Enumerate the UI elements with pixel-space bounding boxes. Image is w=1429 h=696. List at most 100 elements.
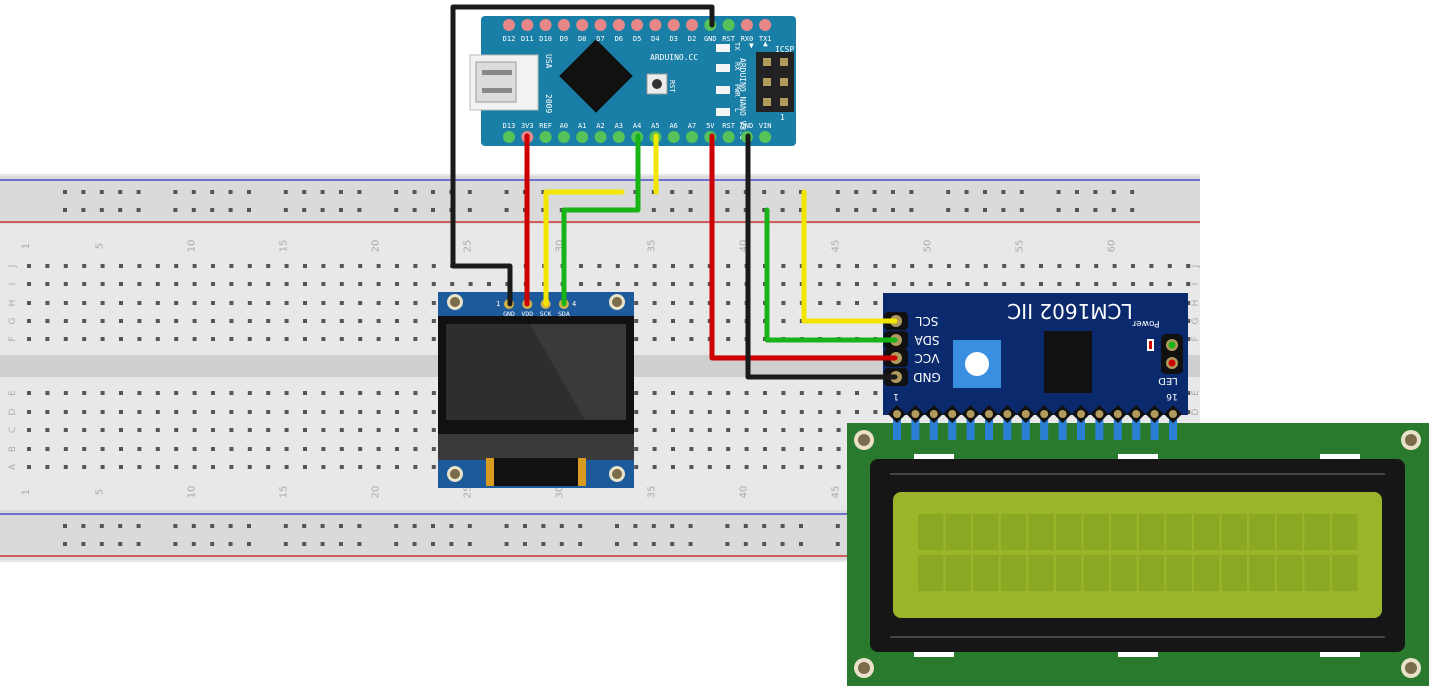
breadboard-hole bbox=[266, 264, 271, 268]
column-number: 20 bbox=[371, 240, 382, 253]
rail-hole bbox=[339, 208, 343, 212]
breadboard-hole bbox=[671, 447, 675, 451]
breadboard-hole bbox=[358, 337, 363, 341]
breadboard-hole bbox=[119, 447, 123, 451]
breadboard-hole bbox=[726, 447, 731, 451]
nano-pin bbox=[759, 131, 772, 143]
breadboard-hole bbox=[1186, 319, 1191, 323]
row-letter: H bbox=[8, 300, 18, 307]
nano-pin-label: A3 bbox=[615, 122, 623, 130]
nano-pin-label: A7 bbox=[688, 122, 696, 130]
oled-pin-first: 1 bbox=[496, 300, 500, 308]
breadboard-hole bbox=[395, 301, 399, 305]
breadboard-hole bbox=[211, 447, 215, 451]
rail-hole bbox=[633, 190, 638, 194]
breadboard-hole bbox=[818, 428, 823, 432]
breadboard-hole bbox=[689, 428, 694, 432]
backpack-title: LCM1602 IIC bbox=[1007, 299, 1132, 323]
breadboard-hole bbox=[818, 301, 823, 305]
breadboard-hole bbox=[303, 264, 307, 268]
breadboard-hole bbox=[395, 391, 399, 395]
breadboard-hole bbox=[247, 391, 252, 395]
rail-hole bbox=[541, 524, 546, 528]
rail-hole bbox=[247, 524, 251, 528]
lcd-cell bbox=[1166, 514, 1192, 550]
backpack-header bbox=[888, 405, 1182, 440]
rail-hole bbox=[210, 208, 215, 212]
breadboard-hole bbox=[928, 264, 933, 268]
breadboard-hole bbox=[376, 301, 381, 305]
breadboard-hole bbox=[634, 447, 639, 451]
lcd-cell bbox=[1249, 514, 1275, 550]
rail-hole bbox=[725, 190, 730, 194]
rail-hole bbox=[983, 208, 987, 212]
nano-pin-label: D3 bbox=[669, 35, 677, 43]
rail-hole bbox=[504, 208, 509, 212]
breadboard-hole bbox=[671, 282, 675, 286]
lcd-header-pin bbox=[1132, 410, 1141, 440]
breadboard-hole bbox=[671, 319, 675, 323]
breadboard-hole bbox=[119, 337, 123, 341]
nano-pin-label: RX0 bbox=[741, 35, 754, 43]
lcd-header-pin bbox=[911, 410, 920, 440]
rail-hole bbox=[63, 208, 67, 212]
breadboard-hole bbox=[119, 410, 123, 414]
breadboard-hole bbox=[763, 447, 767, 451]
rail-hole bbox=[872, 208, 877, 212]
breadboard-hole bbox=[211, 337, 215, 341]
breadboard-hole bbox=[229, 428, 234, 432]
breadboard-hole bbox=[284, 282, 289, 286]
breadboard-hole bbox=[321, 447, 326, 451]
rail-hole bbox=[1111, 208, 1116, 212]
breadboard-hole bbox=[836, 465, 841, 469]
arduino-icsp-label: ICSP bbox=[775, 45, 794, 54]
nano-pin-label: VIN bbox=[759, 122, 772, 130]
nano-pin-label: RST bbox=[722, 122, 735, 130]
breadboard-hole bbox=[855, 301, 859, 305]
breadboard-hole bbox=[100, 410, 105, 414]
lcd-cell bbox=[1304, 514, 1330, 550]
rail-hole bbox=[1130, 208, 1135, 212]
arduino-country: USA bbox=[544, 54, 553, 69]
breadboard-hole bbox=[192, 319, 197, 323]
breadboard-hole bbox=[652, 391, 657, 395]
breadboard-hole bbox=[358, 282, 363, 286]
lcd-cell bbox=[1138, 555, 1165, 591]
breadboard-hole bbox=[376, 337, 381, 341]
lcd-cell bbox=[1221, 555, 1247, 591]
breadboard-hole bbox=[45, 447, 50, 451]
row-letter: J bbox=[1191, 265, 1201, 269]
rail-hole bbox=[946, 208, 951, 212]
rail-hole bbox=[283, 542, 288, 546]
breadboard-hole bbox=[339, 301, 344, 305]
breadboard-hole bbox=[965, 264, 970, 268]
row-letter: F bbox=[1191, 336, 1201, 341]
lcd-header-pin bbox=[966, 410, 975, 440]
breadboard-hole bbox=[413, 410, 418, 414]
breadboard-hole bbox=[726, 428, 731, 432]
rail-hole bbox=[504, 542, 509, 546]
lcd-header-pin bbox=[1040, 410, 1049, 440]
lcd-header-contact bbox=[929, 410, 938, 418]
breadboard-hole bbox=[247, 301, 252, 305]
lcd-header-contact bbox=[893, 410, 901, 418]
breadboard-hole bbox=[303, 301, 307, 305]
svg-text:▼: ▼ bbox=[749, 41, 754, 50]
breadboard-hole bbox=[137, 447, 142, 451]
breadboard-hole bbox=[45, 410, 50, 414]
rail-hole bbox=[983, 190, 987, 194]
nano-pin-label: D9 bbox=[560, 35, 568, 43]
breadboard-hole bbox=[211, 410, 215, 414]
rail-hole bbox=[688, 542, 693, 546]
breadboard-hole bbox=[45, 337, 50, 341]
breadboard-hole bbox=[431, 337, 436, 341]
oled-pin-label: SCK bbox=[540, 310, 552, 318]
breadboard-hole bbox=[358, 264, 363, 268]
breadboard-hole bbox=[689, 337, 694, 341]
breadboard-hole bbox=[45, 428, 50, 432]
column-number: 35 bbox=[647, 240, 658, 253]
breadboard-hole bbox=[284, 410, 289, 414]
breadboard-hole bbox=[358, 447, 363, 451]
breadboard-hole bbox=[82, 264, 87, 268]
